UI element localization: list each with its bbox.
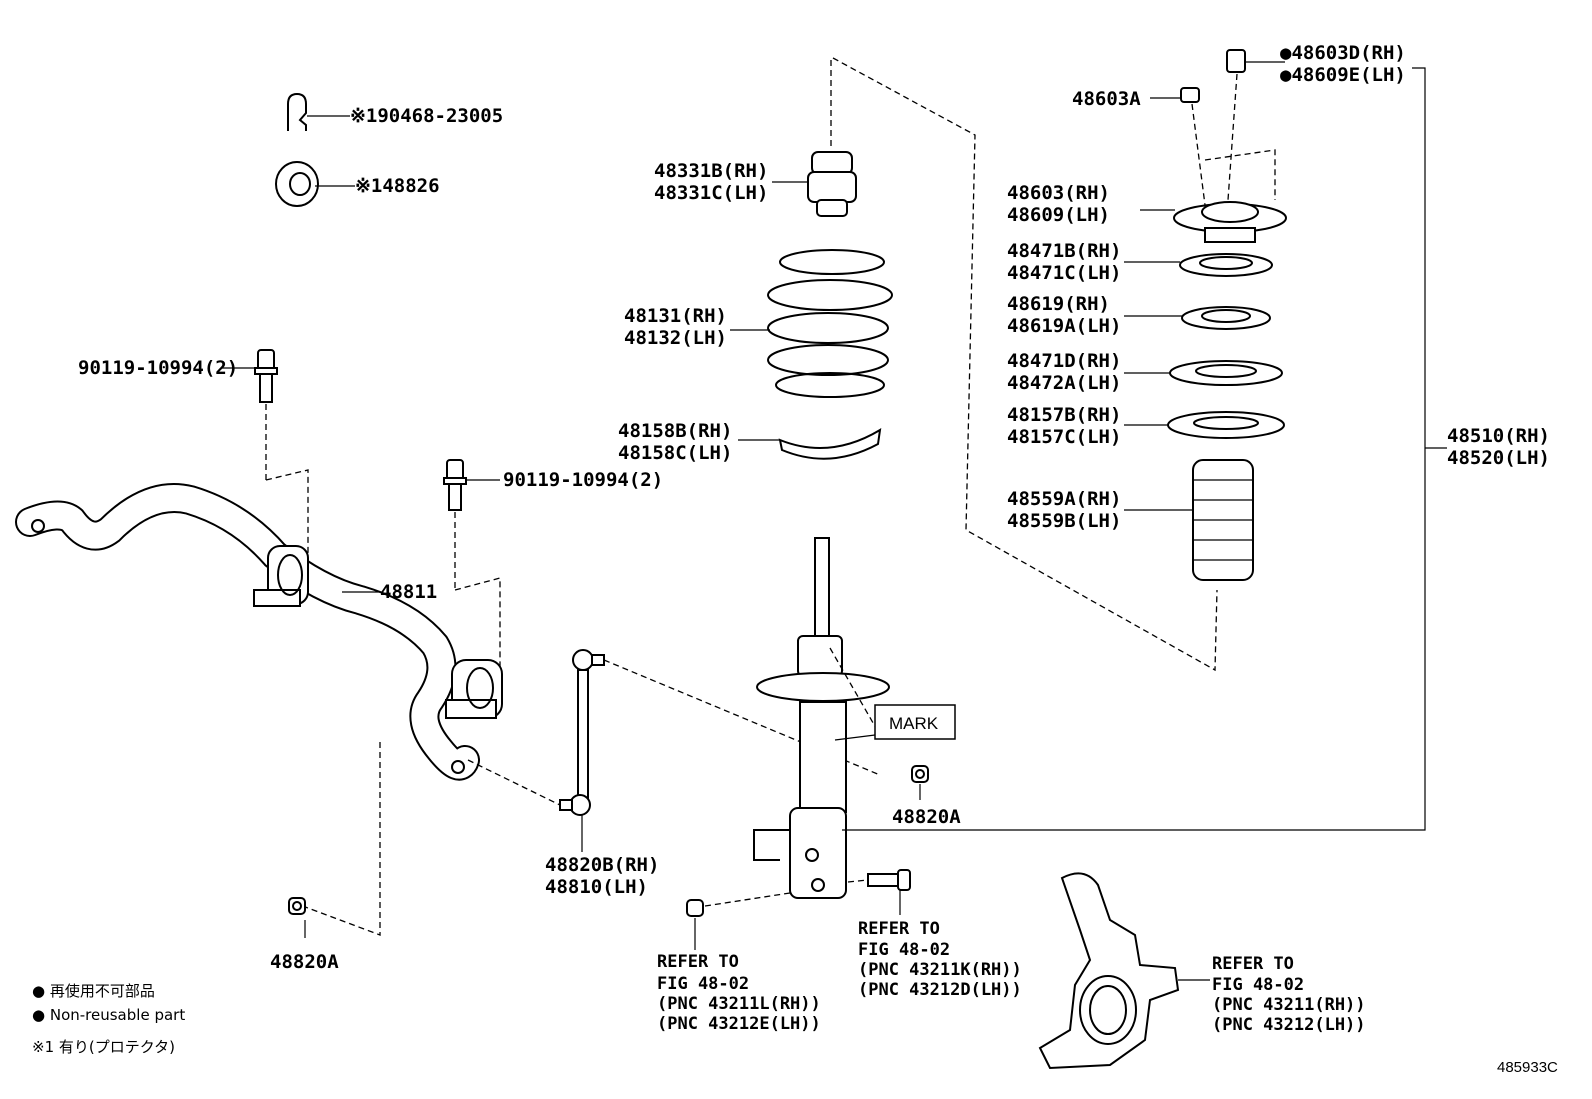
- ref3-block: REFER TO FIG 48-02 (PNC 43211(RH)) (PNC …: [1212, 954, 1366, 1035]
- nut-top-rh-label: ●48603D(RH): [1280, 42, 1406, 64]
- ref1-block: REFER TO FIG 48-02 (PNC 43211L(RH)) (PNC…: [657, 952, 821, 1034]
- legend-line: ※1 有り(プロテクタ): [32, 1038, 175, 1056]
- strut-nut-part: [686, 892, 791, 950]
- insulator2-rh-label: 48157B(RH): [1007, 404, 1121, 426]
- bolt-mid-part: [443, 459, 500, 590]
- upper-nut-part: [1150, 49, 1285, 206]
- insulator-part: [1124, 360, 1283, 386]
- insulator-rh-label: 48471D(RH): [1007, 350, 1121, 372]
- ref2-line: (PNC 43212D(LH)): [858, 980, 1022, 1000]
- insulator2-lh-label: 48157C(LH): [1007, 426, 1121, 448]
- boot-rh-label: 48559A(RH): [1007, 488, 1121, 510]
- ref3-line: (PNC 43212(LH)): [1212, 1015, 1366, 1035]
- seat-upper-rh-label: 48619(RH): [1007, 293, 1110, 315]
- stabilizer-bar-label: 48811: [380, 581, 437, 603]
- bound-stop-lh-label: 48331C(LH): [654, 182, 768, 204]
- bolt-left-label: 90119-10994(2): [78, 357, 238, 379]
- strut-bolt-part: [847, 869, 911, 915]
- ref3-line: FIG 48-02: [1212, 975, 1304, 995]
- steering-knuckle-part: [1038, 872, 1210, 1070]
- support-rh-label: 48603(RH): [1007, 182, 1110, 204]
- boot-lh-label: 48559B(LH): [1007, 510, 1121, 532]
- nut-top-a-label: 48603A: [1072, 88, 1141, 110]
- ref2-block: REFER TO FIG 48-02 (PNC 43211K(RH)) (PNC…: [858, 919, 1022, 1000]
- clip-part: [287, 92, 350, 131]
- ref2-line: FIG 48-02: [858, 940, 950, 960]
- boot-part: [1124, 459, 1254, 581]
- shock-absorber-part: [753, 537, 890, 899]
- upper-seat-part: [1124, 306, 1271, 330]
- spring-seat-lh-label: 48158C(LH): [618, 442, 732, 464]
- nut-left-part: [288, 897, 306, 938]
- bolt-mid-label: 90119-10994(2): [503, 469, 663, 491]
- ref2-line: (PNC 43211K(RH)): [858, 960, 1022, 980]
- support-lh-label: 48609(LH): [1007, 204, 1110, 226]
- stabilizer-link-part: [467, 649, 881, 852]
- insulator2-part: [1124, 411, 1285, 439]
- legend-line: ● 再使用不可部品: [32, 982, 155, 1000]
- bound-stop-rh-label: 48331B(RH): [654, 160, 768, 182]
- clip-label: ※190468-23005: [350, 105, 503, 127]
- strut-lh-label: 48520(LH): [1447, 447, 1550, 469]
- link-rh-label: 48820B(RH): [545, 854, 659, 876]
- bearing-lh-label: 48471C(LH): [1007, 262, 1121, 284]
- ref2-line: REFER TO: [858, 919, 940, 939]
- legend: ● 再使用不可部品 ● Non-reusable part ※1 有り(プロテク…: [32, 982, 185, 1056]
- diagram-code: 485933C: [1497, 1059, 1558, 1076]
- ref1-line: (PNC 43211L(RH)): [657, 994, 821, 1014]
- strut-rh-label: 48510(RH): [1447, 425, 1550, 447]
- nut-top-lh-label: ●48609E(LH): [1280, 64, 1406, 86]
- nut-right-label: 48820A: [892, 806, 961, 828]
- insulator-lh-label: 48472A(LH): [1007, 372, 1121, 394]
- mark-box: MARK: [874, 704, 956, 740]
- bearing-part: [1124, 253, 1273, 277]
- spring-lh-label: 48132(LH): [624, 327, 727, 349]
- ref3-line: (PNC 43211(RH)): [1212, 995, 1366, 1015]
- bolt-left-part: [222, 349, 278, 480]
- protector-label: ※148826: [355, 175, 440, 197]
- stabilizer-bar-part: [15, 469, 503, 936]
- ref1-line: (PNC 43212E(LH)): [657, 1014, 821, 1034]
- nut-left-label: 48820A: [270, 951, 339, 973]
- spring-seat-rh-label: 48158B(RH): [618, 420, 732, 442]
- nut-right-part: [911, 765, 929, 800]
- mark-label: MARK: [889, 714, 939, 733]
- support-part: [1140, 201, 1287, 243]
- ref1-line: FIG 48-02: [657, 974, 749, 994]
- spring-rh-label: 48131(RH): [624, 305, 727, 327]
- legend-line: ● Non-reusable part: [32, 1006, 185, 1024]
- bound-stopper-part: [772, 151, 857, 217]
- ref1-line: REFER TO: [657, 952, 739, 972]
- bearing-rh-label: 48471B(RH): [1007, 240, 1121, 262]
- seat-upper-lh-label: 48619A(LH): [1007, 315, 1121, 337]
- link-lh-label: 48810(LH): [545, 876, 648, 898]
- coil-spring-part: [730, 249, 893, 398]
- lower-spring-seat-part: [738, 428, 882, 460]
- protector-part: [275, 161, 355, 207]
- ref3-line: REFER TO: [1212, 954, 1294, 974]
